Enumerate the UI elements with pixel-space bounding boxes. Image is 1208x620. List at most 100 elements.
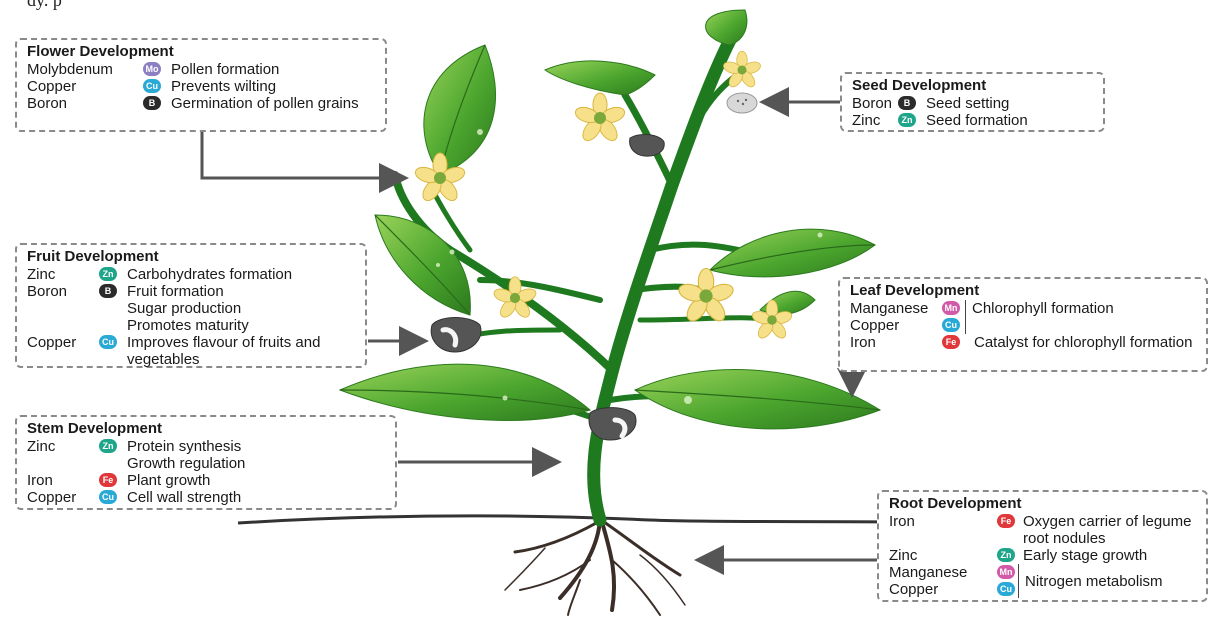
element-role: Early stage growth [1023,547,1198,564]
iron-badge: Fe [99,473,117,487]
element-name: Boron [27,283,99,300]
element-name: Copper [27,334,99,351]
copper-badge: Cu [99,335,117,349]
flower-row: Molybdenum Mo Pollen formation [27,61,377,78]
element-name: Zinc [852,112,898,129]
molybdenum-badge: Mo [143,62,161,76]
stem-development-box: Stem Development Zinc Zn Protein synthes… [15,415,397,510]
element-name: Copper [889,581,997,598]
empty-badge [99,456,117,470]
manganese-badge: Mn [997,565,1015,579]
iron-badge: Fe [997,514,1015,528]
stem-row: Iron Fe Plant growth [27,472,387,489]
iron-badge: Fe [942,335,960,349]
flower-row: Boron B Germination of pollen grains [27,95,377,112]
leaf-low-left [340,364,590,420]
leaf-development-box: Leaf Development Manganese Mn Copper Cu … [838,277,1208,372]
fruit-row: Boron B Fruit formation [27,283,357,300]
element-role: Sugar production [127,300,357,317]
element-name: Iron [850,334,942,351]
element-role: Growth regulation [127,455,387,472]
flower-development-title: Flower Development [27,43,377,60]
stem-development-title: Stem Development [27,420,387,437]
empty-badge [99,318,117,332]
element-name: Copper [27,78,143,95]
element-role: Seed setting [926,95,1095,112]
seed-row: Zinc Zn Seed formation [852,112,1095,129]
seed-row: Boron B Seed setting [852,95,1095,112]
element-name: Boron [852,95,898,112]
leaf-row: Iron Fe Catalyst for chlorophyll formati… [850,334,1198,351]
leaf-development-title: Leaf Development [850,282,1198,299]
element-role: Catalyst for chlorophyll formation [974,334,1198,351]
leaf-bracket-group: Manganese Mn Copper Cu Chlorophyll forma… [850,300,1198,334]
element-name: Iron [27,472,99,489]
element-role: Germination of pollen grains [171,95,377,112]
element-role: Cell wall strength [127,489,387,506]
element-role: Pollen formation [171,61,377,78]
stem-row: Copper Cu Cell wall strength [27,489,387,506]
zinc-badge: Zn [997,548,1015,562]
fruit-top [630,135,665,157]
arrow-flower [202,132,403,178]
seed-development-box: Seed Development Boron B Seed setting Zi… [840,72,1105,132]
leaf-top-middle [545,61,655,95]
fruit-left [431,318,481,353]
element-role: Oxygen carrier of legume root nodules [1023,513,1198,547]
copper-badge: Cu [99,490,117,504]
copper-badge: Cu [143,79,161,93]
empty-badge [99,301,117,315]
fruit-development-box: Fruit Development Zinc Zn Carbohydrates … [15,243,367,368]
fruit-row: Promotes maturity [27,317,357,334]
element-role: Chlorophyll formation [972,300,1114,317]
element-role: Fruit formation [127,283,357,300]
seed-pod [727,93,757,113]
stem-row: Zinc Zn Protein synthesis [27,438,387,455]
root-bracket-group: Manganese Mn Copper Cu Nitrogen metaboli… [889,564,1198,598]
element-role: Improves flavour of fruits and vegetable… [127,334,357,368]
root-development-box: Root Development Iron Fe Oxygen carrier … [877,490,1208,602]
element-name: Manganese [850,300,942,317]
copper-badge: Cu [942,318,960,332]
root-bracket-elements: Manganese Mn Copper Cu [889,564,1015,598]
leaf-bracket-elements: Manganese Mn Copper Cu [850,300,960,334]
flower-development-box: Flower Development Molybdenum Mo Pollen … [15,38,387,132]
root-development-title: Root Development [889,495,1198,512]
roots [505,520,685,615]
root-row: Zinc Zn Early stage growth [889,547,1198,564]
fruit-row: Copper Cu Improves flavour of fruits and… [27,334,357,368]
element-role: Seed formation [926,112,1095,129]
element-role: Nitrogen metabolism [1025,573,1163,590]
fruit-bottom [589,408,636,440]
element-name: Copper [27,489,99,506]
fruit-row: Zinc Zn Carbohydrates formation [27,266,357,283]
element-name: Zinc [27,438,99,455]
root-row: Iron Fe Oxygen carrier of legume root no… [889,513,1198,547]
zinc-badge: Zn [898,113,916,127]
element-role: Plant growth [127,472,387,489]
element-name: Molybdenum [27,61,143,78]
element-name: Iron [889,513,997,530]
manganese-badge: Mn [942,301,960,315]
fruit-row: Sugar production [27,300,357,317]
element-name: Manganese [889,564,997,581]
element-name: Boron [27,95,143,112]
copper-badge: Cu [997,582,1015,596]
zinc-badge: Zn [99,439,117,453]
element-role: Protein synthesis [127,438,387,455]
element-role: Carbohydrates formation [127,266,357,283]
boron-badge: B [99,284,117,298]
element-name: Copper [850,317,942,334]
boron-badge: B [143,96,161,110]
element-role: Promotes maturity [127,317,357,334]
leaf-bracket: Chlorophyll formation [965,300,1114,334]
flower-2 [573,93,626,144]
element-name: Zinc [889,547,997,564]
element-name: Zinc [27,266,99,283]
boron-badge: B [898,96,916,110]
element-role: Prevents wilting [171,78,377,95]
stem-row: Growth regulation [27,455,387,472]
seed-development-title: Seed Development [852,77,1095,94]
top-caption: dy. p [27,0,62,11]
fruit-development-title: Fruit Development [27,248,357,265]
